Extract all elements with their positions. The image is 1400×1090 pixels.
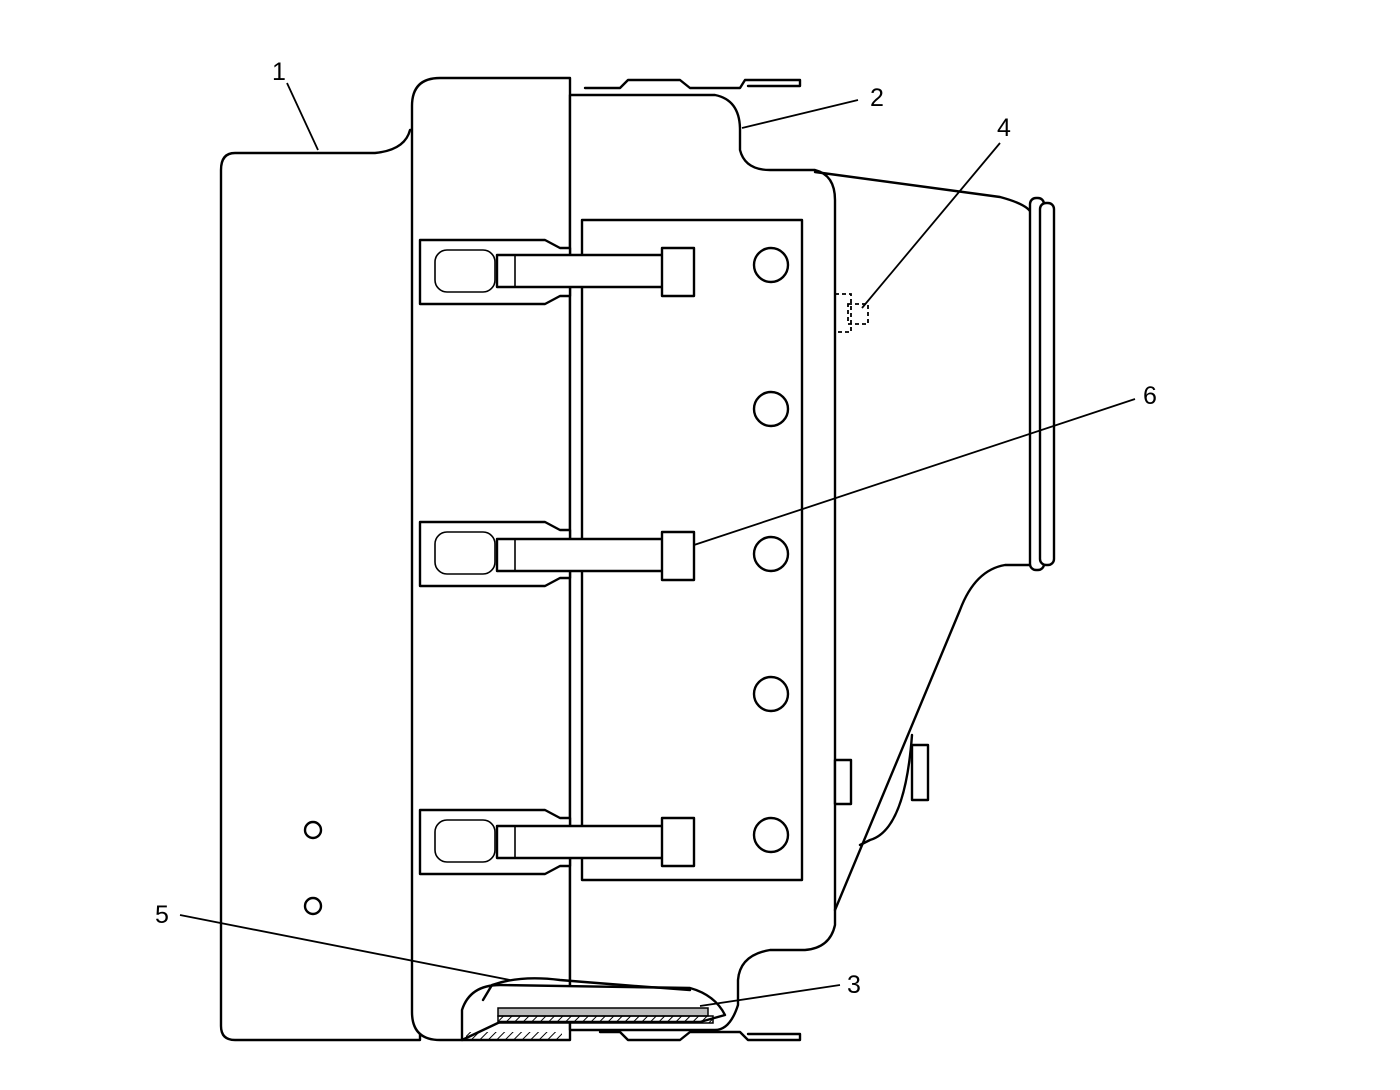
bolt-hole	[752, 390, 790, 428]
left-housing	[219, 128, 422, 1042]
callout-4: 4	[997, 114, 1011, 142]
bolt-hole	[752, 535, 790, 573]
seal-cutaway	[460, 977, 727, 1042]
leader-3	[699, 984, 841, 1007]
hidden-fitting	[834, 293, 869, 333]
leader-lines	[179, 82, 1136, 1007]
callout-5: 5	[155, 901, 169, 929]
callout-1: 1	[272, 58, 286, 86]
leader-2	[741, 99, 859, 129]
mount-hole	[303, 820, 323, 840]
leader-4	[861, 142, 1001, 309]
callout-2: 2	[870, 84, 884, 112]
leader-6	[693, 398, 1136, 546]
callout-labels: 1 2 3 4 5 6	[155, 58, 1157, 999]
mount-hole	[303, 896, 323, 916]
latch-bottom	[418, 808, 696, 876]
latch-pin	[660, 530, 696, 582]
callout-6: 6	[1143, 382, 1157, 410]
bolt-hole	[752, 246, 790, 284]
bolt-hole	[752, 675, 790, 713]
leader-1	[286, 82, 319, 151]
callout-3: 3	[847, 971, 861, 999]
latch-middle	[418, 520, 696, 588]
latch-top	[418, 238, 696, 306]
leader-5	[179, 914, 511, 981]
outlet-nozzle	[813, 170, 1056, 912]
bolt-hole	[752, 816, 790, 854]
